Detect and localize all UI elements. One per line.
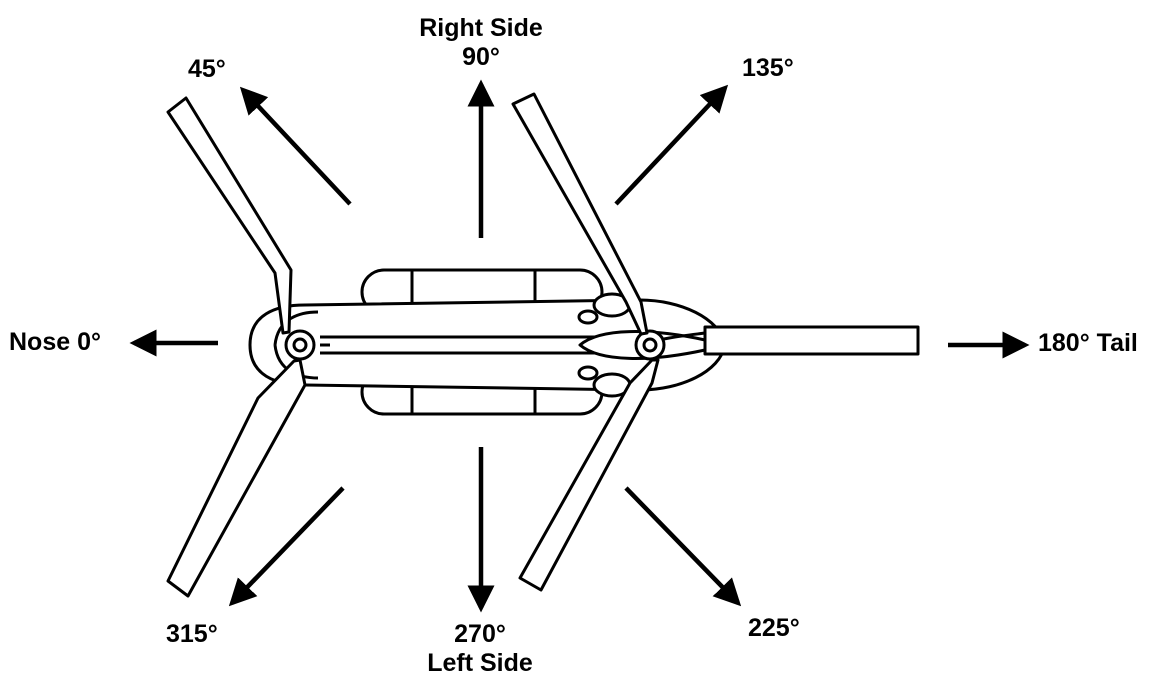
label-45-deg: 45° [188,55,226,83]
label-90-deg: 90° [462,43,500,71]
label-270-deg: 270° [454,620,506,648]
forward-rotor-blades [166,96,307,598]
arrow-315 [228,486,345,607]
label-right-side: Right Side [419,14,543,42]
label-tail: 180° Tail [1038,329,1138,357]
arrow-135 [614,84,729,206]
label-nose: Nose 0° [9,328,101,356]
label-135-deg: 135° [742,54,794,82]
aft-rotor-blades [511,92,660,592]
label-225-deg: 225° [748,614,800,642]
label-left-side: Left Side [427,649,533,677]
tail-boom [703,325,920,356]
arrow-45 [239,86,352,206]
arrow-225 [624,486,742,607]
label-315-deg: 315° [166,620,218,648]
direction-arrows [129,79,1030,613]
helicopter-outline [166,92,920,598]
